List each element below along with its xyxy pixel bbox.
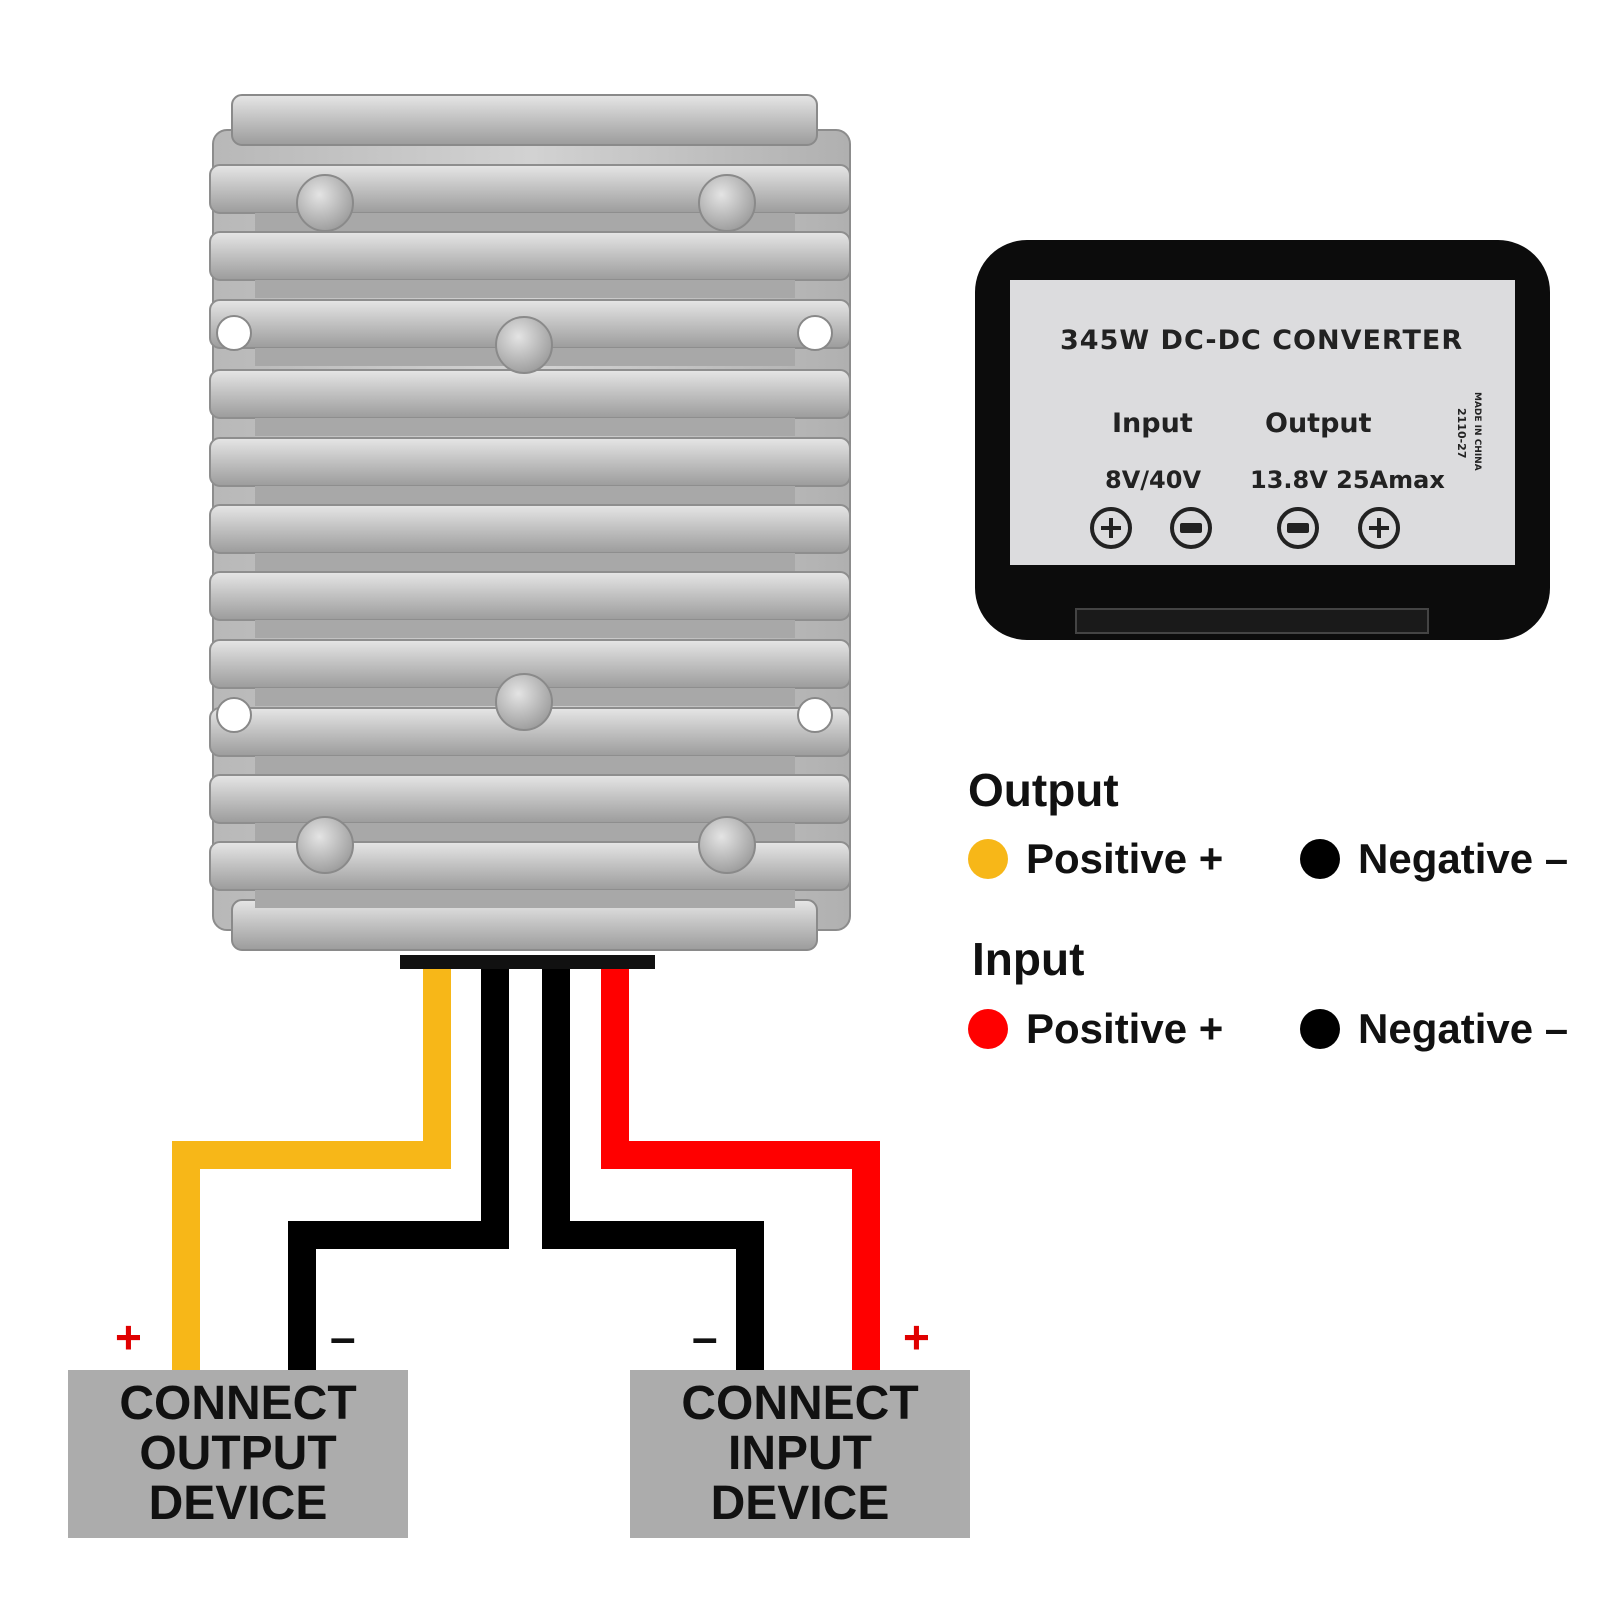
bolt bbox=[698, 174, 756, 232]
legend-input-positive: Positive + bbox=[968, 1005, 1223, 1053]
input-plus-sign: + bbox=[903, 1311, 930, 1363]
red-dot-icon bbox=[968, 1009, 1008, 1049]
fin-gap bbox=[255, 213, 795, 231]
output-minus-sign: – bbox=[330, 1311, 356, 1363]
legend-input-title: Input bbox=[972, 933, 1085, 985]
legend-output-title: Output bbox=[968, 764, 1119, 816]
fin-gap bbox=[255, 418, 795, 436]
output-plus-terminal-icon bbox=[1358, 507, 1400, 549]
output-minus-terminal-icon bbox=[1277, 507, 1319, 549]
mounting-hole bbox=[216, 315, 252, 351]
cooling-fin bbox=[209, 369, 851, 419]
plate-title: 345W DC-DC CONVERTER bbox=[1060, 325, 1464, 356]
legend-input-negative-label: Negative – bbox=[1358, 1005, 1569, 1052]
label-plate-face bbox=[1010, 280, 1515, 565]
fin-gap bbox=[255, 823, 795, 841]
cooling-fin bbox=[209, 437, 851, 487]
wire-input-negative bbox=[542, 969, 764, 1370]
mounting-hole bbox=[797, 315, 833, 351]
cooling-fins bbox=[209, 164, 851, 908]
input-device-box: CONNECT INPUT DEVICE bbox=[630, 1370, 970, 1538]
plate-connector-slot bbox=[1075, 608, 1429, 634]
input-minus-terminal-icon bbox=[1170, 507, 1212, 549]
legend-output-positive-label: Positive + bbox=[1026, 835, 1224, 882]
legend-output-negative: Negative – bbox=[1300, 835, 1568, 883]
output-device-label: CONNECT OUTPUT DEVICE bbox=[119, 1377, 357, 1530]
bolt bbox=[698, 816, 756, 874]
plate-side-code: 2110-27 bbox=[1455, 408, 1468, 459]
plate-side-origin: MADE IN CHINA bbox=[1472, 392, 1482, 471]
wire-input-positive bbox=[601, 969, 880, 1370]
plate-input-label: Input bbox=[1112, 408, 1193, 439]
converter-housing bbox=[209, 94, 851, 951]
fin-gap bbox=[255, 620, 795, 638]
output-device-box: CONNECT OUTPUT DEVICE bbox=[68, 1370, 408, 1538]
legend-input-negative: Negative – bbox=[1300, 1005, 1568, 1053]
legend-input-positive-label: Positive + bbox=[1026, 1005, 1224, 1052]
black-dot-icon bbox=[1300, 1009, 1340, 1049]
bolt bbox=[296, 174, 354, 232]
input-plus-terminal-icon bbox=[1090, 507, 1132, 549]
wire-output-negative bbox=[288, 969, 509, 1370]
cooling-fin bbox=[209, 231, 851, 281]
plate-input-value: 8V/40V bbox=[1105, 466, 1202, 494]
legend-output-positive: Positive + bbox=[968, 835, 1223, 883]
input-minus-sign: – bbox=[692, 1311, 718, 1363]
cooling-fin bbox=[209, 774, 851, 824]
output-plus-sign: + bbox=[115, 1311, 142, 1363]
plate-output-value: 13.8V 25Amax bbox=[1250, 466, 1445, 494]
fin-gap bbox=[255, 486, 795, 504]
mounting-hole bbox=[216, 697, 252, 733]
bolt bbox=[495, 316, 553, 374]
wire-output-positive bbox=[172, 969, 451, 1370]
cable-gland bbox=[400, 955, 655, 969]
fin-gap bbox=[255, 553, 795, 571]
legend-output-negative-label: Negative – bbox=[1358, 835, 1569, 882]
black-dot-icon bbox=[1300, 839, 1340, 879]
bolt bbox=[495, 673, 553, 731]
plate-output-label: Output bbox=[1265, 408, 1372, 439]
fin-gap bbox=[255, 756, 795, 774]
bolt bbox=[296, 816, 354, 874]
fin-gap bbox=[255, 280, 795, 298]
fin-gap bbox=[255, 890, 795, 908]
yellow-dot-icon bbox=[968, 839, 1008, 879]
cooling-fin bbox=[209, 504, 851, 554]
mounting-hole bbox=[797, 697, 833, 733]
cooling-fin bbox=[209, 571, 851, 621]
input-device-label: CONNECT INPUT DEVICE bbox=[681, 1377, 919, 1530]
